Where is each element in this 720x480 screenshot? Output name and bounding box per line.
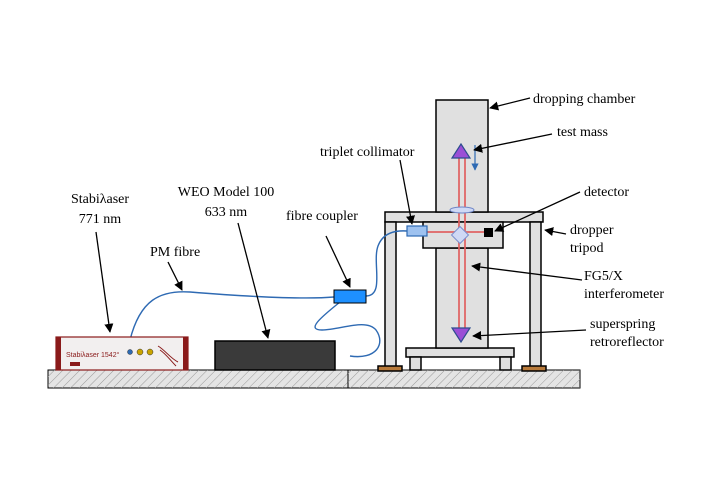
- label-tripod: tripod: [570, 241, 603, 256]
- test-mass: [450, 142, 472, 159]
- label-triplet-collimator: triplet collimator: [320, 145, 415, 160]
- beam-splitter: [450, 225, 470, 245]
- label-weo-model: WEO Model 100: [178, 185, 274, 200]
- label-dropping-chamber: dropping chamber: [533, 92, 636, 107]
- label-arrows: [95, 97, 587, 341]
- superspring-stand: [405, 347, 515, 371]
- fibres: [129, 230, 408, 358]
- label-stabilaser-wavelength: 771 nm: [79, 212, 122, 227]
- chamber-window: [449, 206, 475, 214]
- retroreflector: [450, 327, 472, 344]
- stabilaser-device: Stabiλaser 1542°: [55, 336, 189, 371]
- label-stabilaser: Stabiλaser: [71, 192, 129, 207]
- label-weo-wavelength: 633 nm: [205, 205, 248, 220]
- label-pm-fibre: PM fibre: [150, 245, 200, 260]
- label-dropper: dropper: [570, 223, 614, 238]
- triplet-collimator: [406, 225, 428, 237]
- label-fg5x: FG5/X: [584, 269, 623, 284]
- detector: [484, 228, 493, 237]
- stabilaser-front-text: Stabiλaser 1542°: [66, 351, 120, 359]
- label-interferometer: interferometer: [584, 287, 664, 302]
- fibre-coupler: [333, 289, 367, 304]
- label-test-mass: test mass: [557, 125, 608, 140]
- label-superspring: superspring: [590, 317, 655, 332]
- base-table: [47, 369, 581, 389]
- label-fibre-coupler: fibre coupler: [286, 209, 358, 224]
- weo-laser-box: [214, 340, 336, 371]
- label-detector: detector: [584, 185, 629, 200]
- label-retroreflector: retroreflector: [590, 335, 664, 350]
